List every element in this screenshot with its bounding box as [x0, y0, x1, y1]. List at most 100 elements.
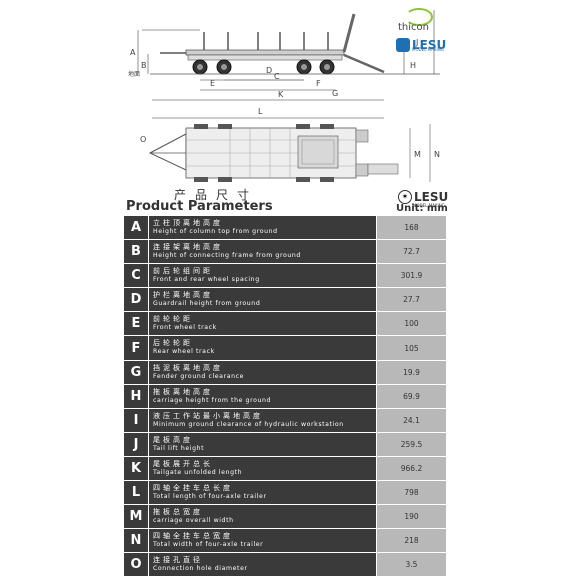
- param-value: 3.5: [377, 553, 446, 577]
- lesu-logo-top: LESU MODEL MAKING: [396, 34, 447, 52]
- label-b: B: [141, 61, 147, 70]
- param-name-english: Tail lift height: [153, 444, 205, 452]
- param-name-english: Minimum ground clearance of hydraulic wo…: [153, 420, 344, 428]
- param-name-english: Total width of four-axle trailer: [153, 541, 264, 549]
- param-letter: J: [124, 432, 148, 456]
- param-value: 100: [377, 312, 446, 336]
- param-name-chinese: 前轮轮距: [153, 315, 193, 324]
- param-value: 259.5: [377, 432, 446, 456]
- param-name-chinese: 后轮轮距: [153, 339, 193, 348]
- lesu-mark-icon: [396, 37, 410, 52]
- param-value: 105: [377, 336, 446, 360]
- lesu-mid-text: LESU: [414, 189, 449, 204]
- param-name-chinese: 挡泥板离地高度: [153, 363, 223, 372]
- label-a: A: [130, 48, 136, 57]
- label-d: D: [266, 66, 272, 75]
- param-name-chinese: 护栏离地高度: [153, 291, 213, 300]
- trailer-top-view: [148, 99, 431, 182]
- param-letter: E: [124, 312, 148, 336]
- thicon-ring-icon: [405, 8, 433, 26]
- param-name-english: Guardrail height from ground: [153, 300, 261, 308]
- param-name-chinese: 立柱顶离地高度: [153, 219, 223, 227]
- label-l: L: [258, 107, 263, 116]
- param-name-chinese: 四轴全挂车总宽度: [153, 532, 233, 541]
- param-letter: H: [124, 384, 148, 408]
- param-name-chinese: 前后轮组间距: [153, 267, 213, 276]
- thicon-logo-text: thicon: [398, 22, 429, 33]
- title-english: Product Parameters: [126, 199, 273, 214]
- param-name-chinese: 连接孔直径: [153, 556, 203, 565]
- param-name-chinese: 四轴全挂车总长度: [153, 484, 233, 493]
- label-g: G: [332, 89, 338, 98]
- param-letter: A: [124, 216, 148, 240]
- param-name-english: Front and rear wheel spacing: [153, 276, 260, 284]
- trailer-drawing: A B 地面 C D E F G H J K L M N O: [128, 10, 440, 182]
- param-letter: D: [124, 288, 148, 312]
- param-name-chinese: 连接架离地高度: [153, 243, 223, 252]
- param-name-english: Height of connecting frame from ground: [153, 252, 301, 260]
- lesu-badge-icon: ✶: [398, 189, 412, 204]
- trailer-side-view: [150, 13, 440, 91]
- param-value: 190: [377, 505, 446, 529]
- param-value: 69.9: [377, 384, 446, 408]
- label-m: M: [414, 150, 421, 159]
- param-letter: K: [124, 456, 148, 481]
- param-value: 966.2: [377, 456, 446, 481]
- param-name-chinese: 拖板离地高度: [153, 387, 213, 396]
- param-letter: F: [124, 336, 148, 360]
- label-f: F: [316, 79, 321, 88]
- param-letter: C: [124, 264, 148, 288]
- param-name-english: Height of column top from ground: [153, 228, 278, 235]
- param-name-english: Front wheel track: [153, 324, 217, 332]
- param-name-english: Rear wheel track: [153, 348, 215, 356]
- lesu-logo-subtext: MODEL MAKING: [412, 47, 444, 52]
- param-name-english: Fender ground clearance: [153, 372, 245, 380]
- param-value: 168: [377, 216, 446, 240]
- param-letter: N: [124, 529, 148, 553]
- param-letter: L: [124, 481, 148, 505]
- label-e: E: [210, 79, 215, 88]
- param-name-chinese: 拖板总宽度: [153, 508, 203, 517]
- param-letter: I: [124, 408, 148, 432]
- param-name-chinese: 液压工作站最小离地高度: [153, 411, 263, 420]
- param-letter: G: [124, 360, 148, 384]
- param-name-english: Tailgate unfolded length: [153, 468, 243, 476]
- param-value: 24.1: [377, 408, 446, 432]
- lesu-logo-text: LESU: [412, 37, 447, 52]
- label-k: K: [278, 90, 284, 99]
- label-c: C: [274, 72, 280, 81]
- label-ground: 地面: [128, 70, 140, 78]
- param-letter: M: [124, 505, 148, 529]
- param-name-english: carriage overall width: [153, 517, 234, 525]
- label-j: J: [415, 38, 418, 47]
